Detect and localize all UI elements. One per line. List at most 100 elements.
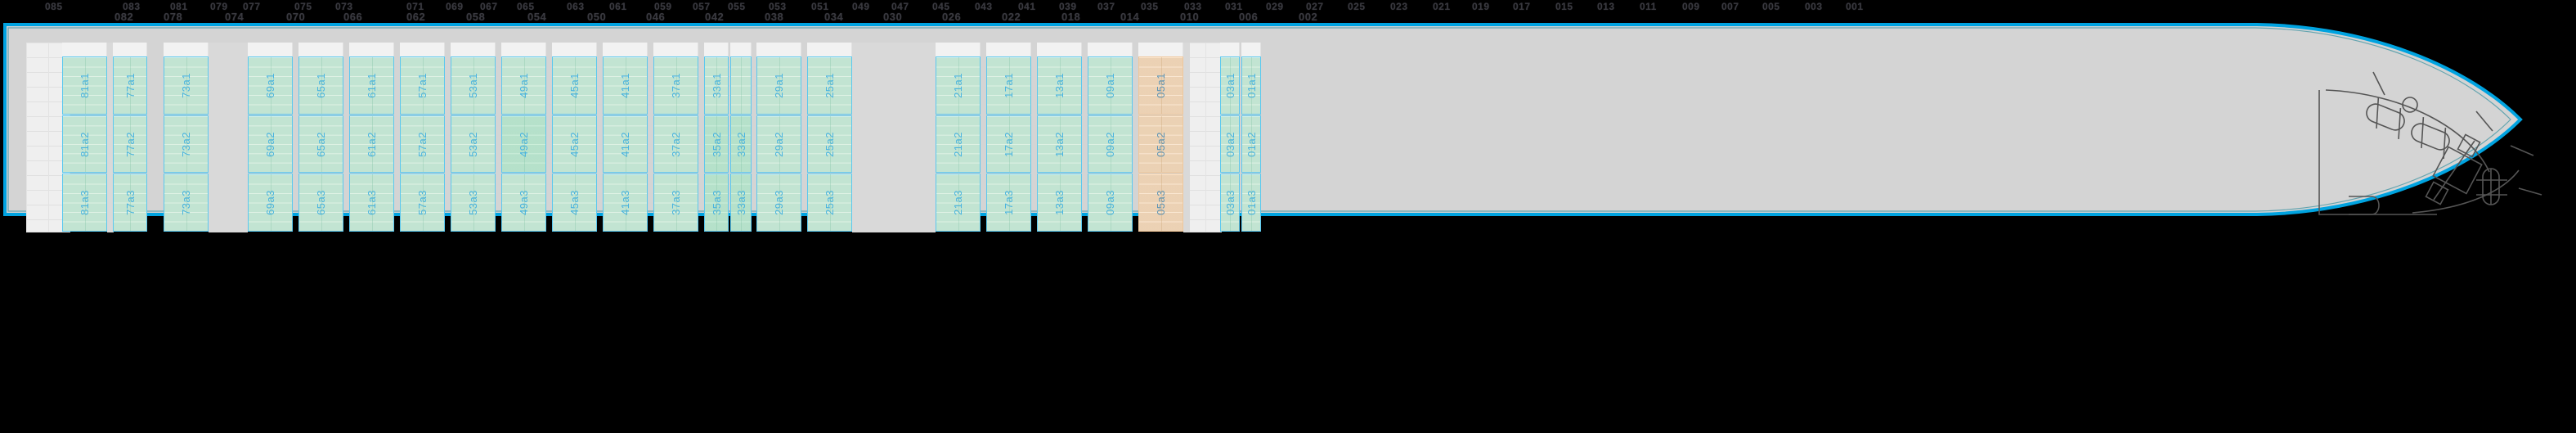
- cargo-slot-37a3[interactable]: 37a3: [653, 174, 698, 232]
- cargo-slot-05a2[interactable]: 05a2: [1138, 115, 1183, 174]
- cargo-slot-37a2[interactable]: 37a2: [653, 115, 698, 174]
- cargo-slot-21a1[interactable]: 21a1: [936, 56, 981, 115]
- cargo-slot-81a2[interactable]: 81a2: [62, 115, 107, 174]
- cargo-slot-01a1[interactable]: 01a1: [1241, 56, 1261, 115]
- cargo-slot-41a1[interactable]: 41a1: [603, 56, 648, 115]
- cargo-slot-17a3[interactable]: 17a3: [986, 174, 1031, 232]
- frame-tick-046: 046: [646, 11, 666, 23]
- cargo-slot-03a3[interactable]: 03a3: [1220, 174, 1240, 232]
- cargo-slot-61a2[interactable]: 61a2: [349, 115, 394, 174]
- cargo-slot-69a2[interactable]: 69a2: [248, 115, 293, 174]
- cargo-slot-17a2[interactable]: 17a2: [986, 115, 1031, 174]
- cargo-slot-49a1[interactable]: 49a1: [501, 56, 546, 115]
- cargo-slot-53a1[interactable]: 53a1: [451, 56, 496, 115]
- cargo-slot-81a3[interactable]: 81a3: [62, 174, 107, 232]
- cargo-slot-45a1[interactable]: 45a1: [552, 56, 597, 115]
- cargo-slot-25a2[interactable]: 25a2: [807, 115, 852, 174]
- cargo-slot-label: 57a2: [416, 131, 429, 157]
- cargo-slot-45a3[interactable]: 45a3: [552, 174, 597, 232]
- cargo-slot-49a3[interactable]: 49a3: [501, 174, 546, 232]
- cargo-slot-03a2[interactable]: 03a2: [1220, 115, 1240, 174]
- cargo-slot-label: 81a1: [79, 72, 91, 98]
- cargo-slot-33a3[interactable]: 33a3: [730, 174, 752, 232]
- cargo-slot-09a3[interactable]: 09a3: [1088, 174, 1133, 232]
- cargo-slot-61a3[interactable]: 61a3: [349, 174, 394, 232]
- cargo-slot-65a2[interactable]: 65a2: [298, 115, 343, 174]
- cargo-slot-61a1[interactable]: 61a1: [349, 56, 394, 115]
- cargo-slot-37a1[interactable]: 37a1: [653, 56, 698, 115]
- cargo-slot-35a-1[interactable]: [730, 56, 752, 115]
- cargo-slot-41a3[interactable]: 41a3: [603, 174, 648, 232]
- cargo-slot-29a3[interactable]: 29a3: [756, 174, 801, 232]
- cargo-slot-21a2[interactable]: 21a2: [936, 115, 981, 174]
- cargo-slot-13a1[interactable]: 13a1: [1037, 56, 1082, 115]
- cargo-slot-77a1[interactable]: 77a1: [113, 56, 147, 115]
- cargo-slot-25a3[interactable]: 25a3: [807, 174, 852, 232]
- cargo-slot-29a2[interactable]: 29a2: [756, 115, 801, 174]
- cargo-slot-09a1[interactable]: 09a1: [1088, 56, 1133, 115]
- cargo-slot-57a2[interactable]: 57a2: [400, 115, 445, 174]
- cargo-slot-65a3[interactable]: 65a3: [298, 174, 343, 232]
- cargo-slot-81a1[interactable]: 81a1: [62, 56, 107, 115]
- cargo-slot-77a3[interactable]: 77a3: [113, 174, 147, 232]
- cargo-slot-05a1[interactable]: 05a1: [1138, 56, 1183, 115]
- cargo-slot-57a1[interactable]: 57a1: [400, 56, 445, 115]
- cargo-slot-33a2[interactable]: 33a2: [730, 115, 752, 174]
- bay-cap-61a: [349, 43, 394, 56]
- bay-cap-01a: [1241, 43, 1261, 56]
- hawse-pipe-icon: [2402, 97, 2418, 113]
- cargo-slot-01a2[interactable]: 01a2: [1241, 115, 1261, 174]
- cargo-slot-69a3[interactable]: 69a3: [248, 174, 293, 232]
- cargo-slot-35a2[interactable]: 35a2: [704, 115, 729, 174]
- cargo-slot-73a1[interactable]: 73a1: [164, 56, 209, 115]
- cargo-slot-17a1[interactable]: 17a1: [986, 56, 1031, 115]
- cargo-slot-05a3[interactable]: 05a3: [1138, 174, 1183, 232]
- cargo-slot-73a2[interactable]: 73a2: [164, 115, 209, 174]
- cargo-slot-33a1[interactable]: 33a1: [704, 56, 729, 115]
- cargo-slot-57a3[interactable]: 57a3: [400, 174, 445, 232]
- cargo-slot-45a2[interactable]: 45a2: [552, 115, 597, 174]
- cargo-slot-35a3[interactable]: 35a3: [704, 174, 729, 232]
- cargo-slot-29a1[interactable]: 29a1: [756, 56, 801, 115]
- cargo-slot-77a2[interactable]: 77a2: [113, 115, 147, 174]
- cargo-slot-13a2[interactable]: 13a2: [1037, 115, 1082, 174]
- cargo-slot-21a3[interactable]: 21a3: [936, 174, 981, 232]
- cargo-slot-53a3[interactable]: 53a3: [451, 174, 496, 232]
- cargo-slot-01a3[interactable]: 01a3: [1241, 174, 1261, 232]
- cargo-slot-41a2[interactable]: 41a2: [603, 115, 648, 174]
- cargo-slot-25a1[interactable]: 25a1: [807, 56, 852, 115]
- cargo-slot-73a3[interactable]: 73a3: [164, 174, 209, 232]
- cargo-slot-53a2[interactable]: 53a2: [451, 115, 496, 174]
- cargo-slot-13a3[interactable]: 13a3: [1037, 174, 1082, 232]
- cargo-slot-69a1[interactable]: 69a1: [248, 56, 293, 115]
- bay-cap-65a: [298, 43, 343, 56]
- cargo-slot-09a2[interactable]: 09a2: [1088, 115, 1133, 174]
- cargo-slot-03a1[interactable]: 03a1: [1220, 56, 1240, 115]
- cargo-slot-65a1[interactable]: 65a1: [298, 56, 343, 115]
- cargo-slot-49a2[interactable]: 49a2: [501, 115, 546, 174]
- bay-57a[interactable]: 57a1 57a2 57a3: [400, 43, 445, 232]
- bay-cap-21a: [936, 43, 981, 56]
